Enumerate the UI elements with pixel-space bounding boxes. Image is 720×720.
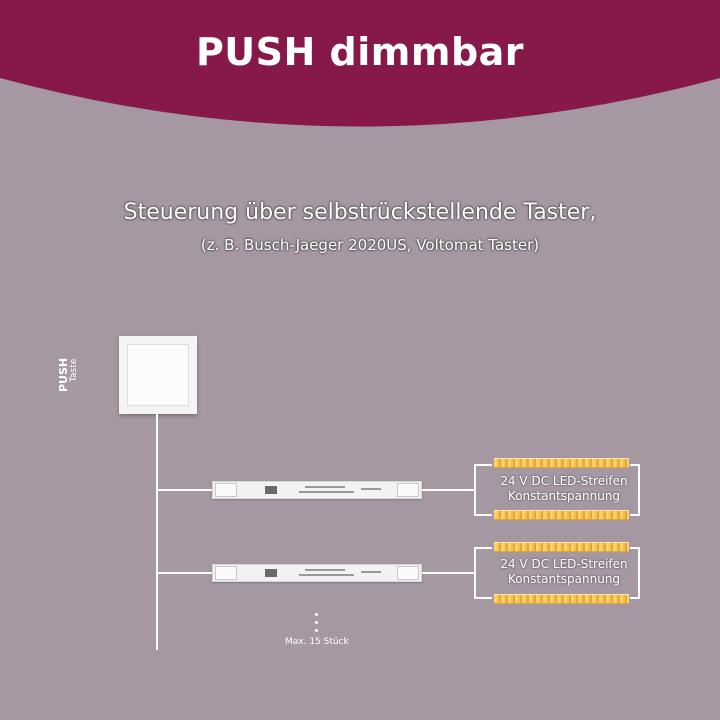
- dot: [315, 621, 318, 624]
- strip-bracket-2: [474, 547, 492, 599]
- driver-print: [305, 569, 345, 571]
- strip-bracket-1: [474, 464, 492, 516]
- driver-end-cap: [215, 566, 237, 580]
- push-label-line2: Taste: [69, 358, 79, 382]
- output-wire-2: [422, 572, 474, 574]
- driver-print: [361, 571, 381, 573]
- driver-end-cap: [215, 483, 237, 497]
- dot: [315, 629, 318, 632]
- push-label-line1: PUSH: [57, 357, 70, 392]
- push-label: PUSH Taste: [57, 332, 80, 392]
- led-strip-label-line1: 24 V DC LED-Streifen: [500, 474, 628, 488]
- driver-print: [305, 486, 345, 488]
- led-strip: [494, 510, 629, 520]
- banner-shape: [0, 0, 720, 127]
- page-title: PUSH dimmbar: [195, 30, 525, 74]
- push-switch: [119, 336, 197, 414]
- driver-logo: [265, 486, 277, 494]
- driver-print: [361, 488, 381, 490]
- driver-print: [299, 574, 354, 576]
- strip-bracket-right-2: [630, 547, 640, 599]
- led-driver-2: [212, 564, 422, 582]
- branch-wire-2: [156, 572, 212, 574]
- led-strip: [494, 542, 629, 552]
- driver-print: [299, 491, 354, 493]
- led-strip-label-line2: Konstantspannung: [507, 572, 621, 586]
- driver-end-cap: [397, 566, 419, 580]
- output-wire-1: [422, 489, 474, 491]
- switch-rocker: [127, 344, 189, 406]
- led-strip: [494, 594, 629, 604]
- strip-bracket-right-1: [630, 464, 640, 516]
- max-count-label: Max. 15 Stück: [285, 637, 349, 647]
- header-banner: PUSH dimmbar: [0, 0, 720, 140]
- led-driver-1: [212, 481, 422, 499]
- dot: [315, 613, 318, 616]
- driver-end-cap: [397, 483, 419, 497]
- driver-logo: [265, 569, 277, 577]
- led-strip-label-line2: Konstantspannung: [507, 489, 621, 503]
- led-strip-label-line1: 24 V DC LED-Streifen: [500, 557, 628, 571]
- control-subheading: (z. B. Busch-Jaeger 2020US, Voltomat Tas…: [200, 236, 540, 254]
- main-wire: [156, 414, 158, 650]
- branch-wire-1: [156, 489, 212, 491]
- control-heading: Steuerung über selbstrückstellende Taste…: [123, 200, 597, 225]
- led-strip: [494, 458, 629, 468]
- continuation-dots: [315, 613, 319, 637]
